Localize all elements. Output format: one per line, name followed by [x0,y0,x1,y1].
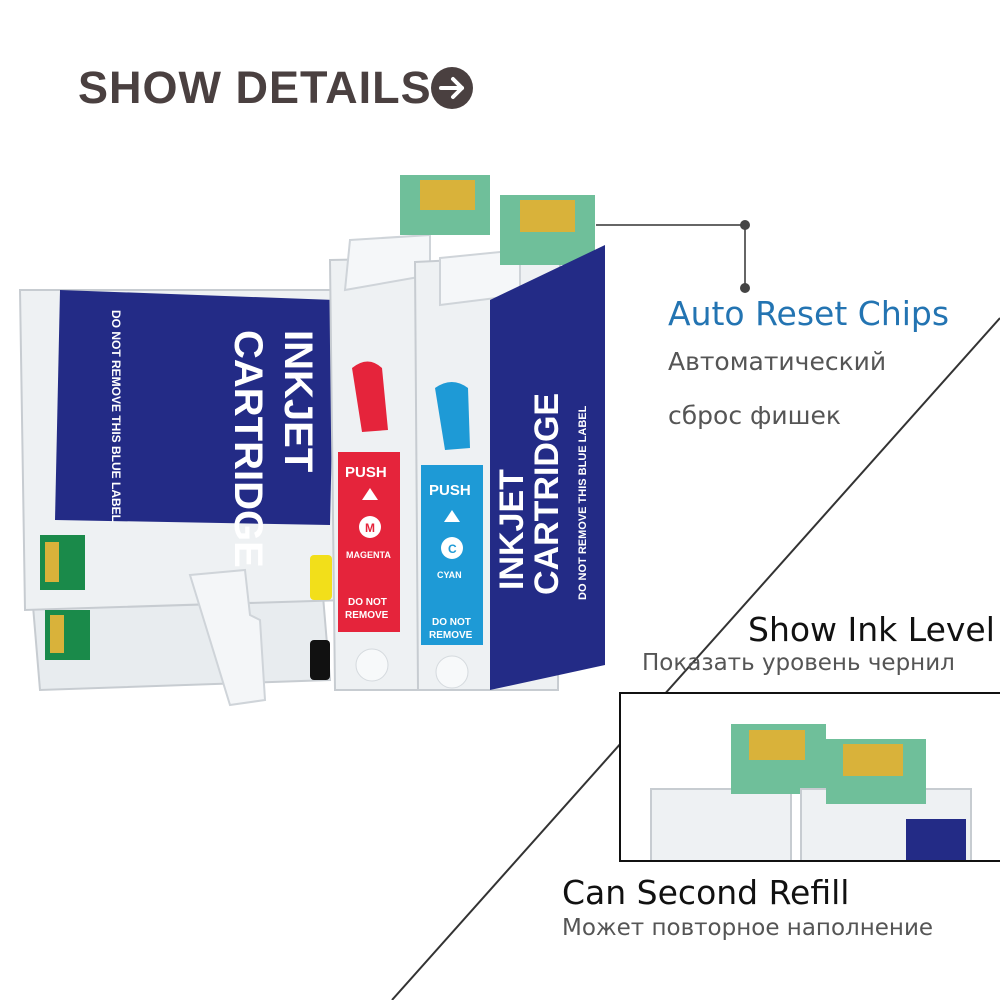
feature-refill-title: Can Second Refill [562,873,850,912]
callout-line [596,220,750,293]
magenta-note-1: DO NOT [348,597,387,608]
chip-closeup-illustration [650,724,972,860]
cyan-note-2: REMOVE [429,630,473,641]
arrow-right-circle-icon [431,67,473,109]
feature-ink-level-ru: Показать уровень чернил [642,650,955,676]
magenta-name: MAGENTA [346,550,391,560]
back-label-warning: DO NOT REMOVE THIS BLUE LABEL [109,310,123,522]
cyan-note-1: DO NOT [432,617,471,628]
cyan-letter: C [448,542,457,556]
magenta-note-2: REMOVE [345,610,389,621]
feature-refill-ru: Может повторное наполнение [562,915,934,941]
feature-chips-ru-1: Автоматический [668,347,887,376]
feature-chips-ru-2: сброс фишек [668,401,841,430]
cartridge-set-illustration: INKJET CARTRIDGE DO NOT REMOVE THIS BLUE… [18,175,640,707]
cyan-label-sub: CARTRIDGE [528,393,566,595]
magenta-letter: M [365,521,375,535]
cyan-label-main: INKJET [493,469,531,590]
magenta-cartridge: PUSH M MAGENTA DO NOT REMOVE [328,175,490,691]
back-cartridge-group: INKJET CARTRIDGE DO NOT REMOVE THIS BLUE… [18,289,347,707]
back-label-sub: CARTRIDGE [226,330,270,568]
cyan-push: PUSH [429,482,471,499]
feature-chips-title: Auto Reset Chips [668,294,950,333]
cyan-label-warning: DO NOT REMOVE THIS BLUE LABEL [577,405,589,600]
cyan-name: CYAN [437,570,462,580]
cyan-cartridge: INKJET CARTRIDGE DO NOT REMOVE THIS BLUE… [413,195,605,691]
magenta-push: PUSH [345,464,387,481]
back-label-main: INKJET [276,330,320,472]
feature-ink-level-title: Show Ink Level [748,610,995,649]
chip-closeup-inset [619,692,1000,862]
page-title: SHOW DETAILS [78,62,432,113]
